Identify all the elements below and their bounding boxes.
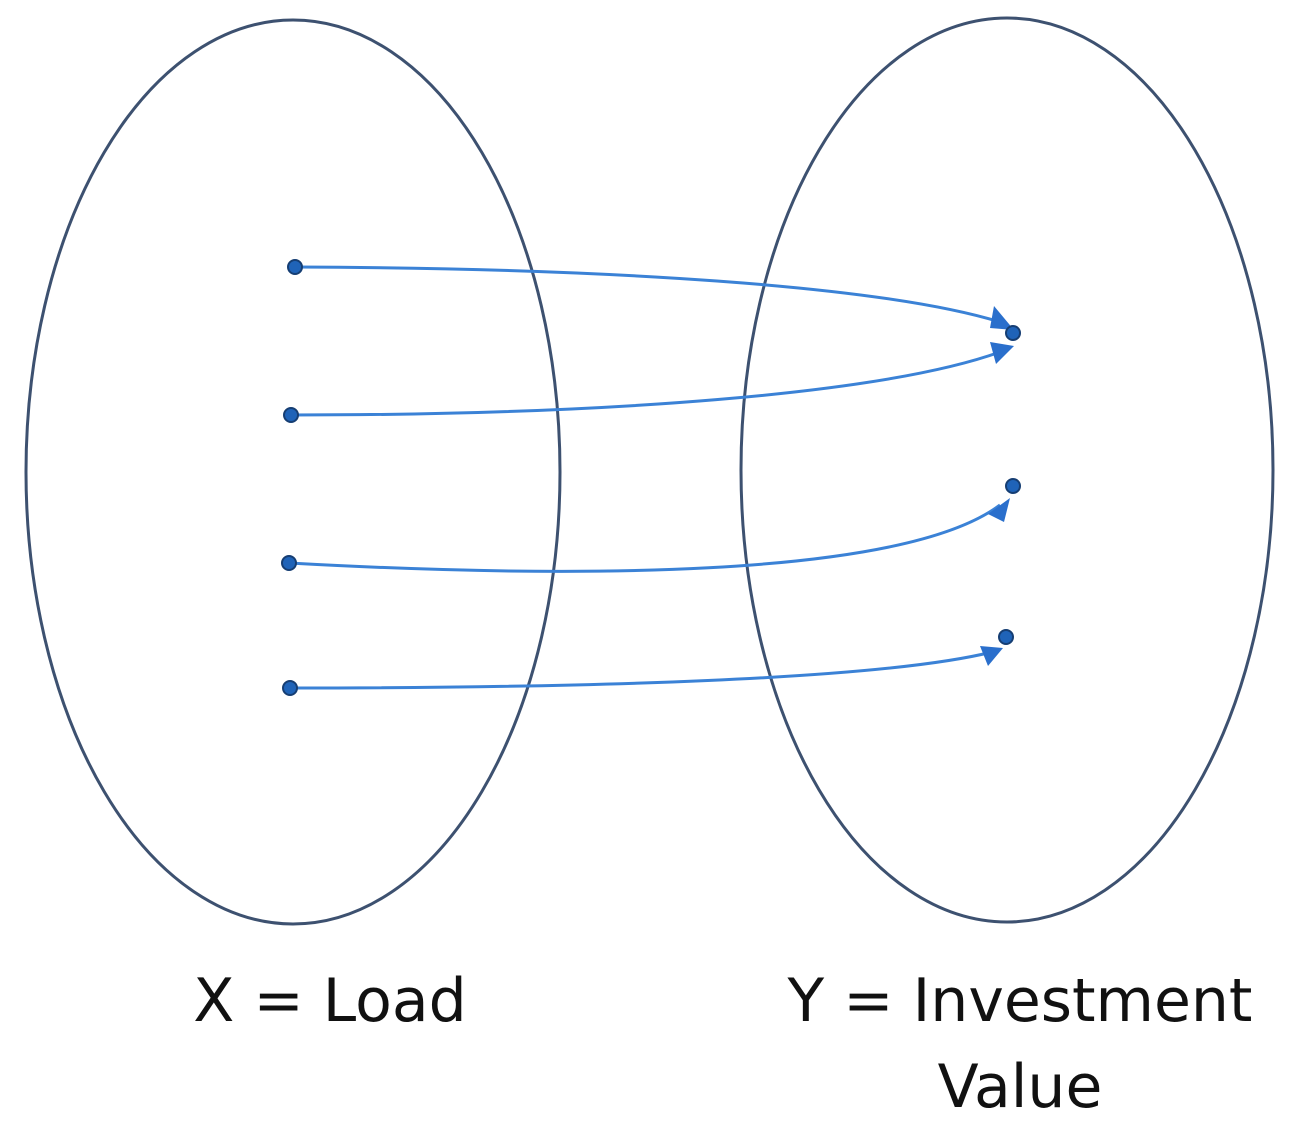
codomain-point-1	[1005, 325, 1021, 341]
domain-point-2	[283, 407, 299, 423]
arrow-head-4	[980, 646, 1003, 666]
codomain-point-2	[1005, 478, 1021, 494]
arrow-head-2	[990, 342, 1014, 364]
mapping-arrow-3	[288, 503, 1001, 573]
domain-point-4	[282, 680, 298, 696]
codomain-label-line-1: Y = Investment	[787, 966, 1253, 1036]
mapping-arrow-4	[289, 650, 993, 690]
domain-label: X = Load	[155, 958, 505, 1044]
domain-label-text: X = Load	[193, 966, 467, 1036]
mapping-arrow-2	[290, 350, 1001, 417]
mapping-arrow-1	[294, 265, 1001, 324]
codomain-label: Y = Investment Value	[760, 958, 1280, 1130]
arrow-head-1	[990, 306, 1014, 330]
domain-point-3	[281, 555, 297, 571]
domain-point-1	[287, 259, 303, 275]
mapping-arrows	[288, 265, 1014, 690]
domain-set-ellipse	[24, 18, 562, 926]
codomain-set-ellipse	[739, 16, 1275, 924]
codomain-points	[998, 325, 1021, 645]
domain-points	[281, 259, 303, 696]
codomain-point-3	[998, 629, 1014, 645]
codomain-label-line-2: Value	[937, 1052, 1103, 1122]
arrow-head-3	[988, 498, 1010, 522]
